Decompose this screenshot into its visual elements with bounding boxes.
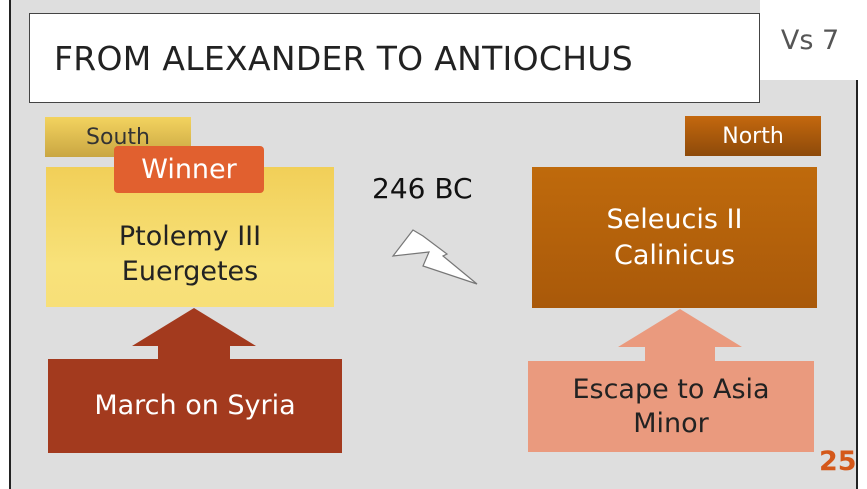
north-king-box: Seleucis II Calinicus	[532, 167, 817, 308]
north-king-line1: Seleucis II	[606, 204, 743, 236]
south-king-line2: Euergetes	[121, 256, 259, 287]
south-action-box: March on Syria	[48, 359, 342, 453]
slide-title-text: FROM ALEXANDER TO ANTIOCHUS	[54, 38, 634, 78]
page-number-text: 25	[819, 446, 857, 477]
south-king-line1: Ptolemy III	[118, 220, 262, 252]
south-up-arrow-icon	[132, 308, 256, 360]
verse-label-text: Vs 7	[780, 24, 840, 56]
slide: FROM ALEXANDER TO ANTIOCHUS Vs 7 South N…	[9, 0, 860, 489]
north-king-line2: Calinicus	[613, 239, 736, 271]
north-action-box: Escape to Asia Minor	[528, 361, 814, 452]
winner-badge: Winner	[114, 146, 264, 193]
slide-title: FROM ALEXANDER TO ANTIOCHUS	[29, 13, 760, 103]
lightning-bolt-icon	[391, 229, 478, 285]
north-up-arrow-icon	[618, 309, 742, 362]
north-action-line2: Minor	[633, 407, 709, 439]
north-tag: North	[685, 116, 821, 156]
south-action-text: March on Syria	[94, 390, 296, 422]
verse-label: Vs 7	[760, 0, 860, 80]
year-label: 246 BC	[372, 172, 473, 205]
winner-badge-text: Winner	[141, 154, 237, 185]
north-tag-text: North	[722, 123, 784, 149]
page-number: 25	[819, 446, 857, 477]
south-king-box: Ptolemy III Euergetes	[46, 167, 334, 307]
north-action-line1: Escape to Asia	[572, 373, 770, 405]
south-tag-text: South	[86, 124, 150, 150]
year-label-text: 246 BC	[372, 172, 473, 205]
